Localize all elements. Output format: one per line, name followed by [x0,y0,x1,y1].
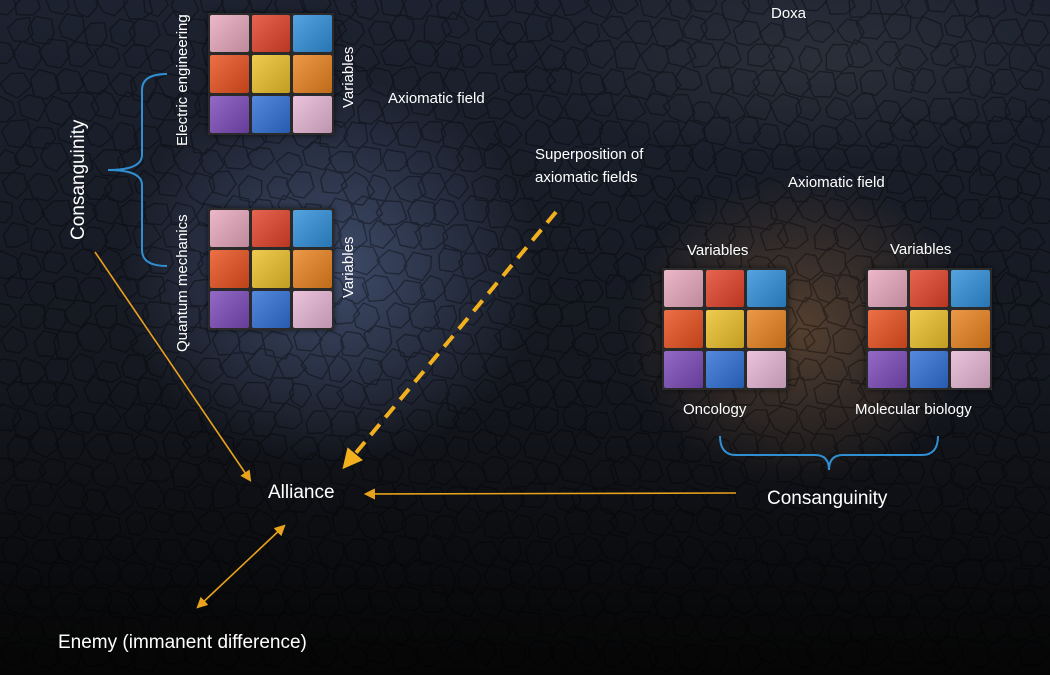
grid-cell [909,350,949,388]
grid-cell [251,250,291,288]
grid-cell [868,310,907,348]
grid-quantum-mechanics [208,208,334,330]
grid-cell [705,270,745,308]
grid-cell [293,210,332,248]
grid-cell [747,350,786,388]
grid-cell [747,270,786,308]
grid-cell [705,350,745,388]
superposition-label-line1: Superposition of [535,146,644,163]
grid-electric-engineering [208,13,334,135]
grid-cell [210,210,249,248]
brace-left [107,73,168,267]
grid-cell [705,310,745,348]
grid-oncology [662,268,788,390]
grid-cell [210,250,249,288]
grid-cell [868,270,907,308]
grid-cell [293,55,332,93]
grid-cell [951,310,990,348]
axiomatic-field-left-label: Axiomatic field [388,90,485,107]
arrow-alliance-enemy [196,524,286,609]
enemy-label: Enemy (immanent difference) [58,632,307,653]
grid-cell [293,290,332,328]
grid-cell [293,250,332,288]
grid-cell [909,270,949,308]
grid-cell [210,15,249,53]
grid-cell [868,350,907,388]
brace-right [719,435,939,471]
grid-cell [664,270,703,308]
grid-cell [951,270,990,308]
quantum-mechanics-label: Quantum mechanics [174,214,191,352]
grid-cell [664,310,703,348]
grid-molecular-biology [866,268,992,390]
superposition-label-line2: axiomatic fields [535,169,638,186]
consanguinity-right-label: Consanguinity [767,488,888,509]
grid-cell [747,310,786,348]
alliance-label: Alliance [268,482,335,503]
molecular-biology-label: Molecular biology [855,401,972,418]
grid-cell [664,350,703,388]
grid-cell [909,310,949,348]
arrow-consanguinity-to-alliance [94,251,252,482]
arrow-right-consanguinity-to-alliance [363,488,737,500]
grid-cell [210,95,249,133]
grid-cell [251,55,291,93]
grid-cell [293,15,332,53]
electric-engineering-label: Electric engineering [174,14,191,146]
oncology-label: Oncology [683,401,747,418]
variables-molbio-label: Variables [890,241,952,258]
consanguinity-left-label: Consanguinity [68,119,89,240]
grid-cell [251,290,291,328]
axiomatic-field-right-label: Axiomatic field [788,174,885,191]
grid-cell [210,55,249,93]
grid-cell [951,350,990,388]
grid-cell [251,95,291,133]
grid-cell [210,290,249,328]
grid-cell [251,210,291,248]
grid-cell [251,15,291,53]
arrow-superposition-dashed [342,210,558,470]
variables-mid-label: Variables [340,236,357,298]
grid-cell [293,95,332,133]
variables-oncology-label: Variables [687,242,749,259]
variables-top-label: Variables [340,46,357,108]
doxa-label: Doxa [771,5,807,22]
